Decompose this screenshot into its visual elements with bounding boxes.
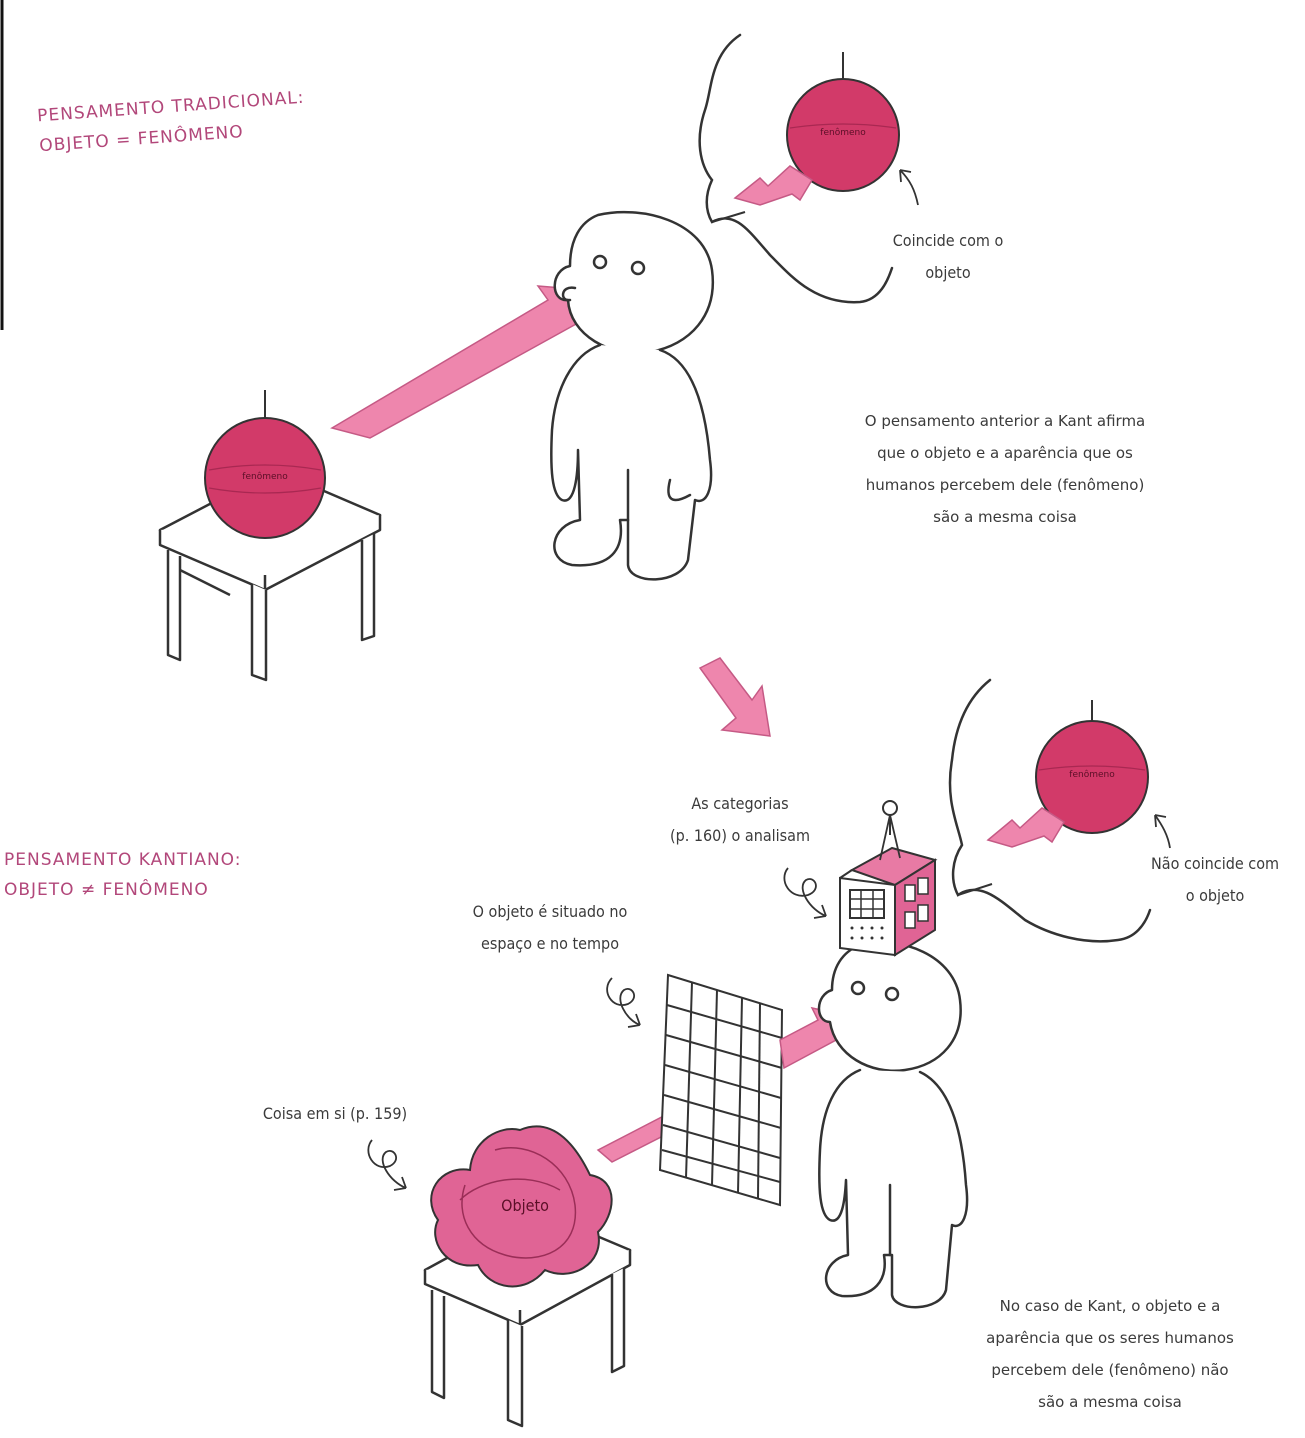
explanation-traditional: O pensamento anterior a Kant afirma que …	[820, 405, 1190, 533]
bubble-tail-top	[711, 211, 746, 223]
bubble-tail-bottom	[957, 883, 993, 896]
explanation-kantian-line3: percebem dele (fenômeno) não	[991, 1361, 1229, 1379]
caption-thing-in-itself-text: Coisa em si (p. 159)	[262, 1104, 408, 1123]
heading-kantian-line1: PENSAMENTO KANTIANO:	[4, 850, 242, 870]
caption-thing-in-itself: Coisa em si (p. 159)	[225, 1098, 445, 1130]
explanation-kantian-line2: aparência que os seres humanos	[986, 1329, 1234, 1347]
explanation-traditional-line3: humanos percebem dele (fenômeno)	[865, 476, 1145, 494]
thing-in-itself-object	[430, 1125, 613, 1288]
pointer-categories	[783, 867, 827, 919]
bubble-arrow-top	[733, 165, 814, 206]
explanation-kantian: No caso de Kant, o objeto e a aparência …	[940, 1290, 1280, 1418]
caption-categories-line1: As categorias	[691, 794, 789, 813]
explanation-kantian-line1: No caso de Kant, o objeto e a	[999, 1297, 1221, 1315]
ball-label-bubble-top: fenômeno	[820, 128, 866, 138]
ball-on-table	[204, 390, 326, 539]
person-bottom	[817, 941, 969, 1309]
bubble-arrow-bottom	[986, 807, 1066, 848]
person-top	[550, 210, 715, 581]
pointer-thing-in-itself	[367, 1139, 407, 1191]
caption-space-time: O objeto é situado no espaço e no tempo	[440, 896, 660, 960]
caption-not-coincide-line2: o objeto	[1185, 886, 1245, 905]
pointer-arrow-top	[899, 169, 919, 206]
explanation-kantian-line4: são a mesma coisa	[1038, 1393, 1182, 1411]
ball-label-bubble-bottom: fenômeno	[1069, 770, 1115, 780]
caption-space-time-line2: espaço e no tempo	[480, 934, 619, 953]
object-label: Objeto	[501, 1196, 549, 1215]
ball-label-table: fenômeno	[242, 472, 288, 482]
caption-space-time-line1: O objeto é situado no	[472, 902, 628, 921]
pointer-not-coincide	[1154, 814, 1171, 849]
explanation-traditional-line1: O pensamento anterior a Kant afirma	[864, 412, 1146, 430]
caption-coincides: Coincide com o objeto	[878, 225, 1018, 289]
explanation-traditional-line2: que o objeto e a aparência que os	[877, 444, 1133, 462]
caption-not-coincide: Não coincide com o objeto	[1130, 848, 1300, 912]
caption-coincides-line2: objeto	[925, 263, 971, 282]
caption-categories: As categorias (p. 160) o analisam	[640, 788, 840, 852]
pointer-space-time	[606, 977, 641, 1028]
space-time-grid	[658, 973, 784, 1207]
transition-arrow	[698, 657, 771, 737]
heading-kantian: PENSAMENTO KANTIANO: OBJETO ≠ FENÔMENO	[4, 845, 242, 905]
heading-kantian-line2: OBJETO ≠ FENÔMENO	[4, 880, 209, 900]
caption-coincides-line1: Coincide com o	[892, 231, 1004, 250]
bubble-ball-top	[786, 52, 900, 192]
caption-not-coincide-line1: Não coincide com	[1150, 854, 1280, 873]
caption-categories-line2: (p. 160) o analisam	[669, 826, 811, 845]
categories-box	[839, 800, 938, 957]
bubble-ball-bottom	[1035, 700, 1149, 834]
explanation-traditional-line4: são a mesma coisa	[933, 508, 1077, 526]
